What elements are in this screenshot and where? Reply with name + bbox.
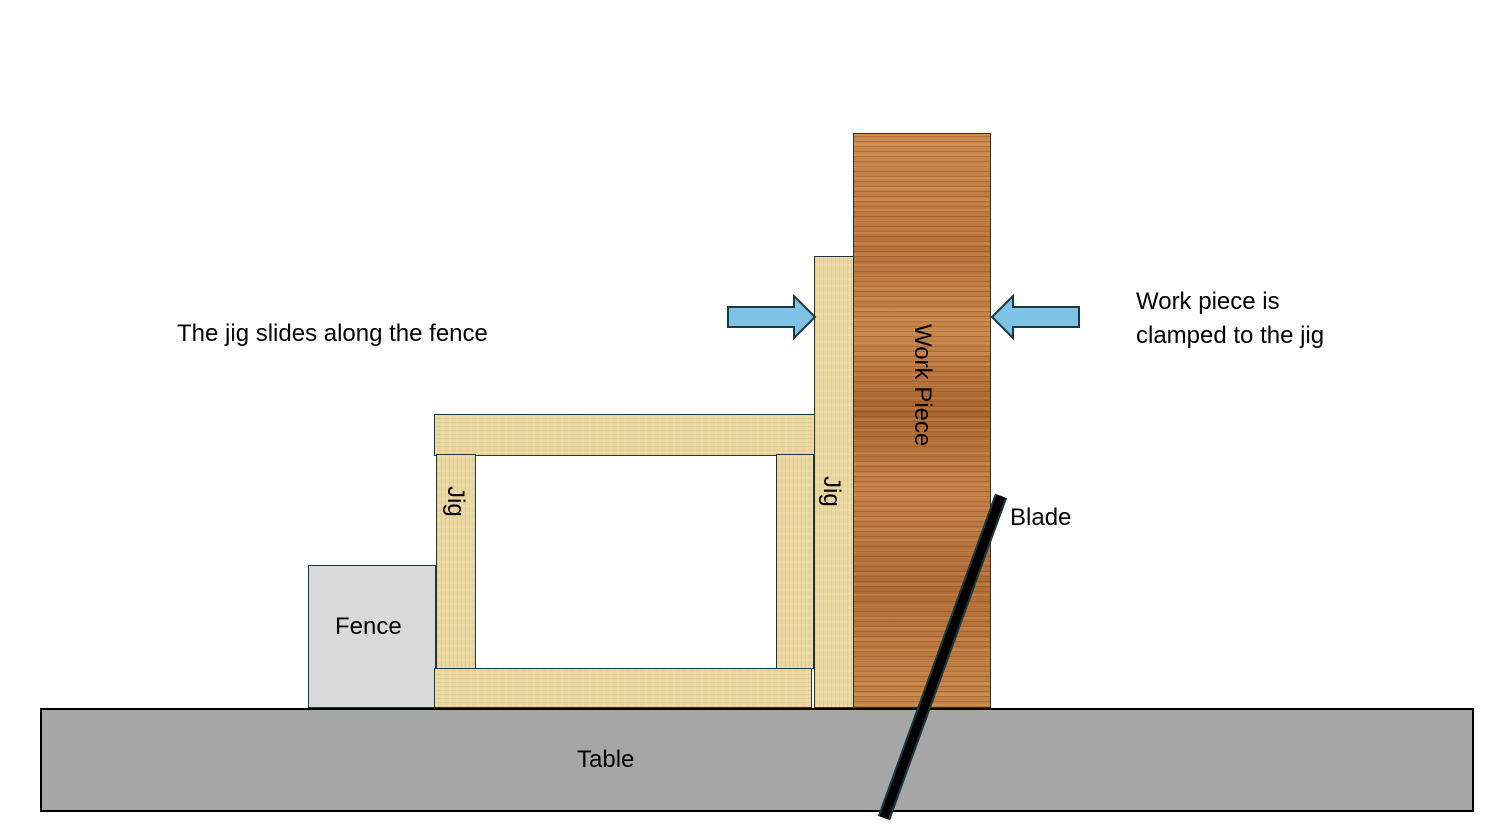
work-piece-clamped-annotation-line1: Work piece is xyxy=(1136,288,1280,315)
jig-upright xyxy=(814,256,854,708)
table-label: Table xyxy=(577,746,635,773)
jig-top-rail xyxy=(434,414,816,456)
jig-right-label: Jig xyxy=(818,476,845,507)
arrow-right-icon xyxy=(727,294,817,341)
fence xyxy=(308,565,436,708)
jig-inner-right-post xyxy=(776,454,814,669)
jig-bottom-rail xyxy=(434,668,812,708)
arrow-left-icon xyxy=(990,294,1080,341)
jig-left-post xyxy=(436,454,476,669)
table xyxy=(40,708,1474,812)
work-piece-clamped-annotation-line2: clamped to the jig xyxy=(1136,322,1325,349)
blade-label: Blade xyxy=(1010,504,1072,531)
fence-label: Fence xyxy=(335,613,402,640)
jig-left-label: Jig xyxy=(442,486,469,517)
jig-slides-annotation: The jig slides along the fence xyxy=(177,320,488,347)
work-piece-label: Work Piece xyxy=(909,324,936,447)
